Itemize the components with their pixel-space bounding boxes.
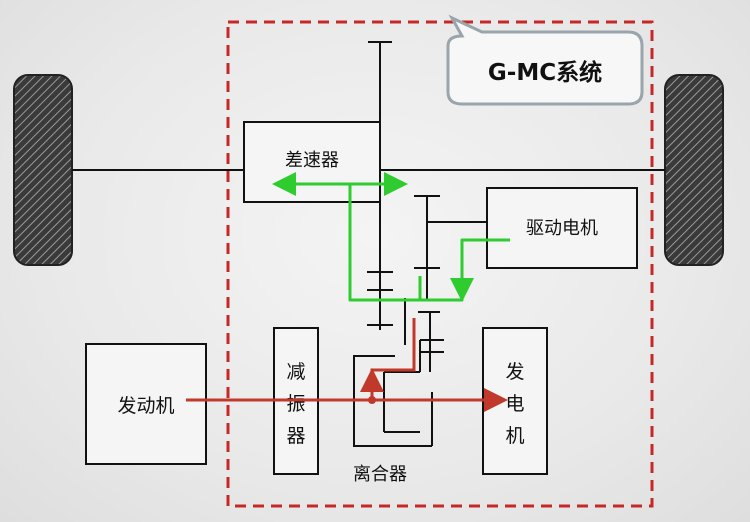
differential-box	[243, 121, 381, 203]
drive-motor-box	[486, 187, 638, 269]
drive-motor-label: 驱动电机	[526, 218, 598, 239]
engine-label: 发动机	[117, 395, 174, 417]
generator-label-3: 机	[505, 425, 524, 447]
red-flow-branch	[370, 318, 416, 400]
damper-label-2: 振	[286, 393, 305, 415]
gmc-system-boundary	[226, 20, 654, 508]
wheel-left-icon	[13, 74, 73, 266]
generator-label-2: 电	[505, 393, 524, 415]
engine-box	[85, 343, 207, 465]
red-flow-junction	[368, 396, 376, 404]
clutch-label: 离合器	[353, 464, 407, 485]
damper-label-3: 器	[286, 425, 305, 447]
differential-label: 差速器	[285, 150, 339, 171]
clutch-inner	[384, 340, 421, 433]
system-label: G-MC系统	[488, 59, 602, 86]
generator-label-1: 发	[505, 361, 524, 383]
damper-label-1: 减	[286, 361, 305, 383]
wheel-right-icon	[664, 74, 724, 266]
system-callout-bubble	[446, 14, 644, 106]
